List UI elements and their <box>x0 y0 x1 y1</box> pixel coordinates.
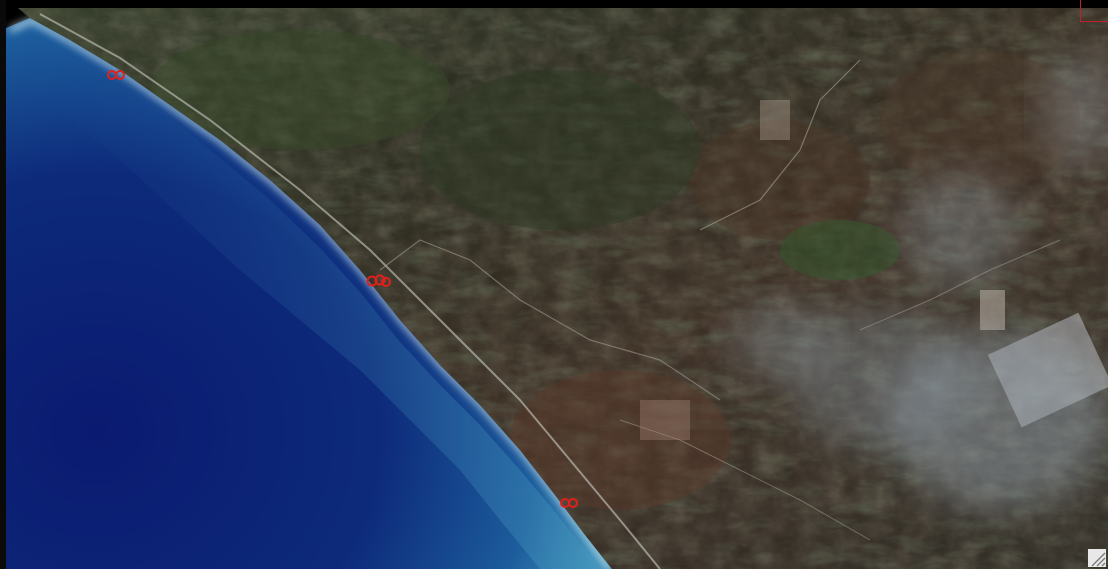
left-border <box>0 0 6 569</box>
marker-3[interactable] <box>560 498 578 508</box>
cloud-cover <box>730 50 1108 510</box>
map-marker-icon <box>560 498 578 508</box>
marker-2[interactable] <box>366 274 391 287</box>
corner-frame <box>1080 0 1108 22</box>
resize-grip-icon[interactable] <box>1088 549 1106 567</box>
map-marker-icon <box>107 70 125 80</box>
marker-1[interactable] <box>107 70 125 80</box>
map-marker-icon <box>366 274 391 287</box>
ocean-shelf <box>6 26 600 569</box>
